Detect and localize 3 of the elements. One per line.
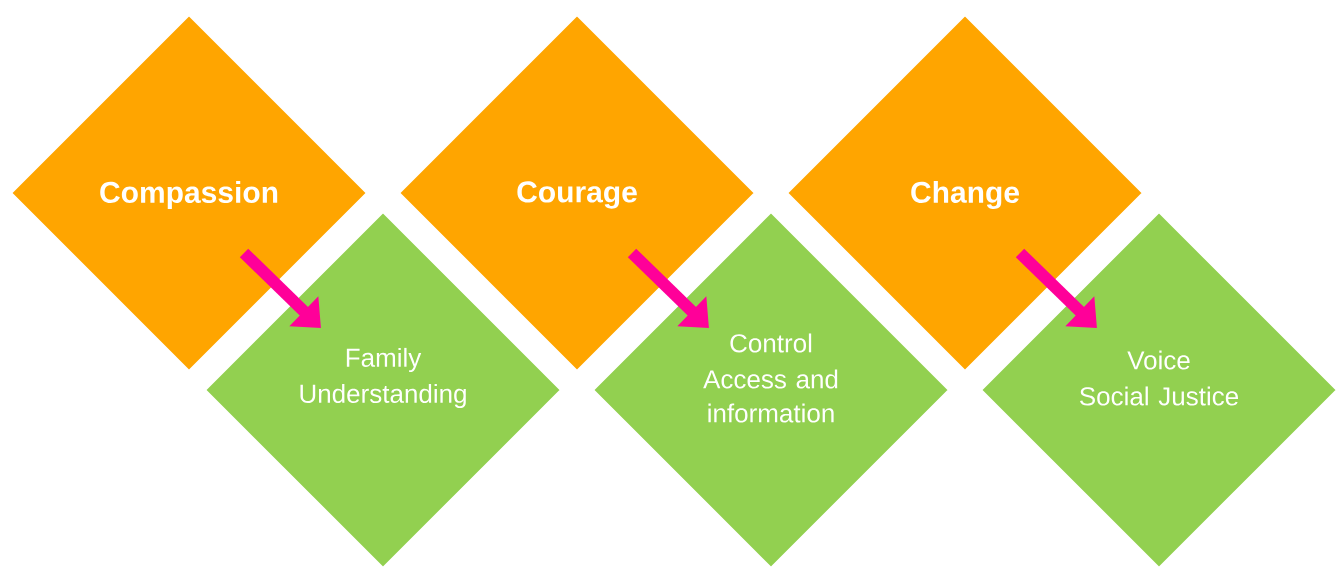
arrow bbox=[1015, 248, 1097, 328]
arrow bbox=[239, 248, 321, 328]
arrow bbox=[627, 248, 709, 328]
